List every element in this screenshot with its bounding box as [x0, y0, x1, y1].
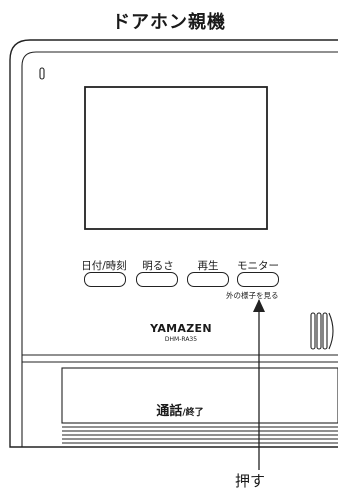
monitor-screen	[84, 86, 268, 230]
playback-label: 再生	[197, 260, 219, 272]
date-time-button[interactable]	[84, 272, 126, 287]
outer-housing	[9, 39, 338, 448]
talk-label: 通話	[156, 404, 183, 419]
model-number: DHM-RA35	[164, 336, 198, 343]
brand-logo: YAMAZEN	[150, 322, 212, 335]
side-hinge	[310, 312, 334, 350]
talk-end-button[interactable]: 通話/終了	[0, 400, 338, 419]
inner-housing	[21, 51, 338, 447]
page-title: ドアホン親機	[112, 12, 226, 33]
push-callout: 押す	[235, 472, 266, 490]
callout-arrow-head	[253, 299, 265, 312]
monitor-label: モニター	[237, 260, 279, 272]
brightness-label: 明るさ	[142, 260, 174, 272]
status-led	[39, 67, 45, 80]
date-time-label: 日付/時刻	[81, 260, 127, 272]
bottom-grooves	[62, 426, 338, 444]
brightness-button[interactable]	[136, 272, 178, 287]
talk-panel	[61, 367, 338, 424]
monitor-hint: 外の様子を見る	[226, 291, 279, 300]
playback-button[interactable]	[187, 272, 229, 287]
monitor-button[interactable]	[237, 272, 279, 287]
end-label: /終了	[182, 408, 204, 418]
